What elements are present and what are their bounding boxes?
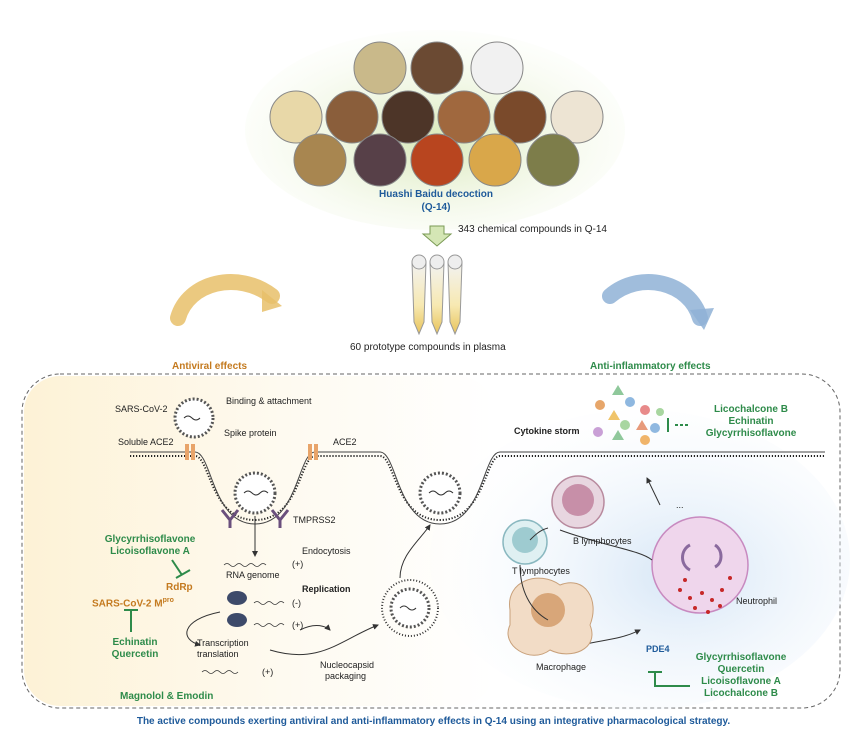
plus-strand-2: (+) xyxy=(292,620,304,630)
replication-label: Replication xyxy=(302,584,351,594)
cytokine-inhibitor-3: Glycyrrhisoflavone xyxy=(705,428,797,439)
plasma-tubes xyxy=(411,254,463,336)
other-antiviral-compounds: Magnolol & Emodin xyxy=(120,691,214,702)
spike-protein-label: Spike protein xyxy=(224,428,277,438)
translation-label: translation xyxy=(197,649,239,659)
rdrp-inhibitor-1: Glycyrrhisoflavone xyxy=(104,534,196,545)
neutrophil-label: Neutrophil xyxy=(736,596,778,606)
plasma-compounds: 60 prototype compounds in plasma xyxy=(350,342,506,353)
binding-label: Binding & attachment xyxy=(226,396,312,406)
soluble-ace2-label: Soluble ACE2 xyxy=(118,437,174,447)
b-lymphocytes-label: B lymphocytes xyxy=(573,536,632,546)
rdrp-inhibitor-2: Licoisoflavone A xyxy=(110,546,190,557)
endocytosis-label: Endocytosis xyxy=(302,546,351,556)
virus-particles xyxy=(173,397,462,637)
tmprss2-label: TMPRSS2 xyxy=(293,515,336,525)
rdrp-inhibitor-list: Glycyrrhisoflavone Licoisoflavone A xyxy=(88,534,212,558)
inhibition-lines xyxy=(124,418,690,687)
rdrp-label: RdRp xyxy=(166,582,193,593)
pde4-inhibitor-1: Glycyrrhisoflavone xyxy=(695,652,787,663)
pde4-inhibitor-3: Licoisoflavone A xyxy=(701,676,781,687)
ellipsis-label: ... xyxy=(676,500,684,510)
virus-label: SARS-CoV-2 xyxy=(115,404,168,414)
ace2-receptors xyxy=(185,444,318,460)
ace2-label: ACE2 xyxy=(333,437,357,447)
t-lymphocytes-label: T lymphocytes xyxy=(512,566,570,576)
pde4-inhibitor-4: Licochalcone B xyxy=(704,688,778,699)
cytokine-cluster xyxy=(593,385,664,445)
rna-strands xyxy=(201,563,285,674)
plus-strand-1: (+) xyxy=(292,559,304,569)
herb-background xyxy=(245,30,625,230)
mpro-inhibitor-list: Echinatin Quercetin xyxy=(100,637,170,661)
down-arrow-icon xyxy=(421,225,453,247)
antiviral-curve-arrow-icon xyxy=(170,274,280,326)
anti-inflammatory-effects-label: Anti-inflammatory effects xyxy=(590,361,711,372)
cytokine-inhibitor-1: Licochalcone B xyxy=(714,404,788,415)
mpro-superscript: pro xyxy=(162,597,174,604)
cell-membrane xyxy=(130,451,825,525)
immune-cells xyxy=(502,475,749,656)
anti-inflammatory-curve-arrow-icon xyxy=(602,274,708,326)
cytokine-storm-label: Cytokine storm xyxy=(514,426,580,436)
mpro-text: SARS-CoV-2 M xyxy=(92,598,163,610)
ribosome-icon xyxy=(227,591,247,627)
cytokine-inhibitor-list: Licochalcone B Echinatin Glycyrrhisoflav… xyxy=(696,404,806,440)
pde4-inhibitor-2: Quercetin xyxy=(717,664,765,675)
pde4-inhibitor-list: Glycyrrhisoflavone Quercetin Licoisoflav… xyxy=(686,652,796,700)
mpro-inhibitor-1: Echinatin xyxy=(112,637,158,648)
compounds-total: 343 chemical compounds in Q-14 xyxy=(458,224,607,235)
macrophage-label: Macrophage xyxy=(536,662,587,672)
decoction-code: (Q-14) xyxy=(421,202,451,213)
decoction-name: Huashi Baidu decoction xyxy=(379,189,493,200)
nucleocapsid-label: Nucleocapsid xyxy=(320,660,375,670)
cytokine-inhibitor-2: Echinatin xyxy=(728,416,774,427)
pde4-label: PDE4 xyxy=(646,644,670,654)
transcription-label: Transcription xyxy=(197,638,249,648)
antiviral-effects-label: Antiviral effects xyxy=(172,361,248,372)
plus-strand-3: (+) xyxy=(262,667,274,677)
herb-bowls xyxy=(269,41,604,187)
tmprss2-icon xyxy=(220,509,240,528)
rna-genome-label: RNA genome xyxy=(226,570,280,580)
figure-caption: The active compounds exerting antiviral … xyxy=(136,716,731,727)
mpro-inhibitor-2: Quercetin xyxy=(111,649,159,660)
minus-strand: (-) xyxy=(292,598,301,608)
packaging-label: packaging xyxy=(325,671,367,681)
mpro-label: SARS-CoV-2 Mpro xyxy=(92,597,174,609)
